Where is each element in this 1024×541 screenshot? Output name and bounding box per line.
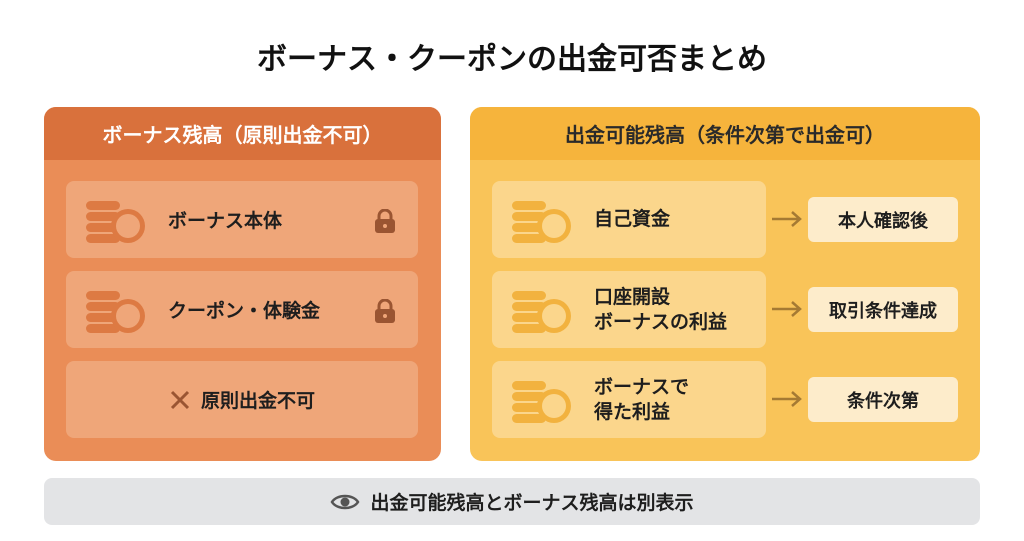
bonus-balance-header: ボーナス残高（原則出金不可） <box>44 107 441 160</box>
coins-icon <box>512 380 571 423</box>
item-label: ボーナス本体 <box>168 210 283 232</box>
condition-badge: 本人確認後 <box>808 197 958 242</box>
arrow-right-icon <box>772 211 802 227</box>
list-item: クーポン・体験金 <box>66 271 418 348</box>
withdrawal-not-allowed-note: 原則出金不可 <box>66 361 418 438</box>
arrow-right-icon <box>772 301 802 317</box>
cross-icon <box>170 390 190 409</box>
page-title: ボーナス・クーポンの出金可否まとめ <box>257 42 767 77</box>
condition-badge: 条件次第 <box>808 377 958 422</box>
item-label: 自己資金 <box>594 208 671 231</box>
footer-note: 出金可能残高とボーナス残高は別表示 <box>44 478 980 525</box>
withdrawable-balance-header: 出金可能残高（条件次第で出金可） <box>470 107 980 160</box>
coins-icon <box>86 290 145 333</box>
item-box: 口座開設ボーナスの利益 <box>492 271 766 348</box>
lock-icon <box>375 299 395 323</box>
item-box: 自己資金 <box>492 181 766 258</box>
lock-icon <box>375 209 395 233</box>
footer-text: 出金可能残高とボーナス残高は別表示 <box>370 492 694 514</box>
withdrawable-balance-panel: 出金可能残高（条件次第で出金可） 自己資金 本人確認後 口座開設ボーナスの利益 … <box>470 107 980 461</box>
item-label: クーポン・体験金 <box>168 300 321 322</box>
item-label-line2: ボーナスの利益 <box>594 310 728 333</box>
list-item: 口座開設ボーナスの利益 取引条件達成 <box>470 271 980 348</box>
condition-badge: 取引条件達成 <box>808 287 958 332</box>
item-label-line2: 得た利益 <box>594 400 671 423</box>
coins-icon <box>512 290 571 333</box>
item-box: ボーナスで得た利益 <box>492 361 766 438</box>
list-item: ボーナスで得た利益 条件次第 <box>470 361 980 438</box>
arrow-right-icon <box>772 391 802 407</box>
list-item: ボーナス本体 <box>66 181 418 258</box>
note-label: 原則出金不可 <box>200 390 315 412</box>
bonus-balance-panel: ボーナス残高（原則出金不可） ボーナス本体 クーポン・体験金 原則出金不可 <box>44 107 441 461</box>
list-item: 自己資金 本人確認後 <box>470 181 980 258</box>
item-label-line1: 口座開設 <box>594 285 671 308</box>
coins-icon <box>512 200 571 243</box>
item-label-line1: ボーナスで <box>594 375 690 398</box>
eye-icon <box>331 494 360 509</box>
coins-icon <box>86 200 145 243</box>
